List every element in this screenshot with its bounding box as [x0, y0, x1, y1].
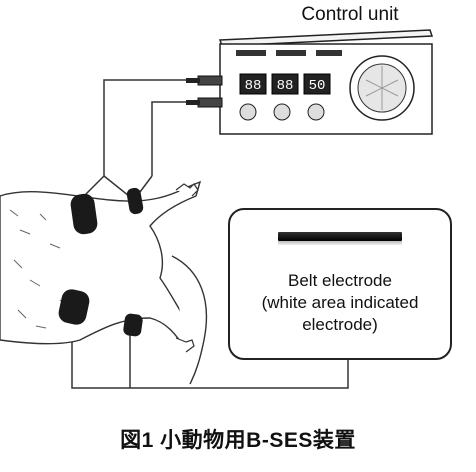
callout-text: Belt electrode (white area indicated ele… [230, 270, 450, 336]
display-1-value: 88 [245, 78, 262, 94]
callout-line-2: (white area indicated [261, 293, 419, 312]
rat-illustration [0, 180, 208, 385]
callout-line-3: electrode) [302, 315, 378, 334]
output-connector-top [186, 75, 223, 86]
belt-electrodes-on-rat [58, 187, 144, 337]
timer-dial [349, 55, 415, 121]
display-1 [239, 73, 267, 95]
control-unit-title: Control unit [301, 4, 399, 25]
figure-caption: 図1 小動物用B-SES装置 [120, 429, 356, 452]
control-unit: 88 88 50 [186, 29, 434, 135]
display-2-value: 88 [277, 78, 294, 94]
belt-electrode-callout: Belt electrode (white area indicated ele… [228, 208, 452, 360]
belt-electrode-illustration [278, 232, 402, 245]
output-connector-bottom [186, 97, 223, 108]
display-2 [271, 73, 299, 95]
callout-line-1: Belt electrode [288, 271, 392, 290]
display-3 [303, 73, 331, 95]
display-3-value: 50 [309, 78, 326, 94]
